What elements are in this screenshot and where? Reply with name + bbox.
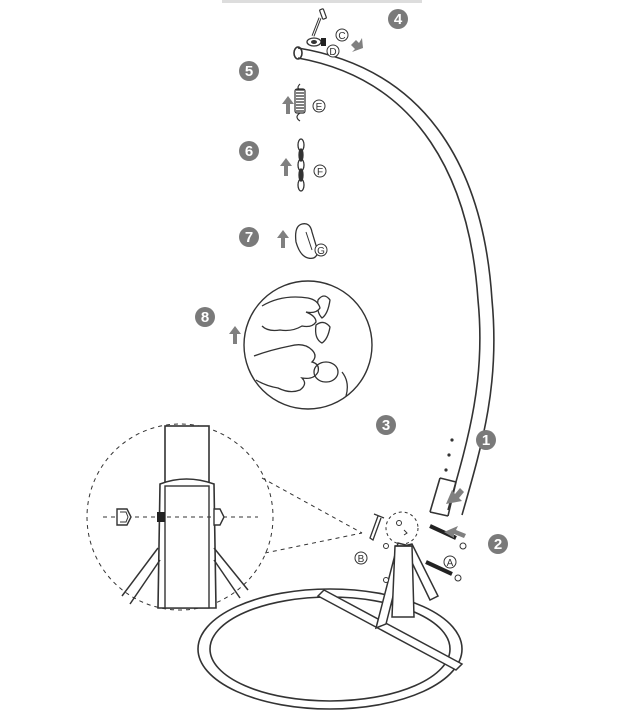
- pole-holes: [444, 438, 454, 472]
- arrow-pole-down: [446, 488, 464, 504]
- spring-icon: [294, 83, 306, 122]
- arrow-spring: [282, 96, 294, 114]
- step-badge-5: 5: [239, 61, 259, 81]
- base-stand: [316, 542, 464, 671]
- arrow-step4: [348, 38, 363, 52]
- step-number: 8: [201, 309, 209, 326]
- part-letter: E: [316, 102, 323, 113]
- part-label-C: C: [335, 28, 349, 42]
- part-letter: B: [358, 554, 365, 565]
- step-badge-2: 2: [488, 534, 508, 554]
- nut-icon: [306, 37, 326, 47]
- top-edge-bar: [222, 0, 422, 3]
- hands-detail: [243, 280, 373, 410]
- step-number: 2: [494, 536, 502, 553]
- step-badge-1: 1: [476, 430, 496, 450]
- arrow-carabiner: [277, 230, 289, 248]
- step-badge-6: 6: [239, 141, 259, 161]
- curved-pole: [293, 46, 495, 517]
- chain-icon: [297, 138, 305, 192]
- part-letter: G: [317, 246, 325, 257]
- arrow-bolts-in: [444, 526, 466, 538]
- step-number: 6: [245, 143, 253, 160]
- step-badge-4: 4: [388, 9, 408, 29]
- step-badge-7: 7: [239, 227, 259, 247]
- hex-key-icon: [369, 513, 385, 541]
- socket-detail-marker: [385, 511, 419, 545]
- step-badge-8: 8: [195, 307, 215, 327]
- part-letter: A: [447, 558, 454, 569]
- part-letter: D: [329, 47, 336, 58]
- socket-hole-marks: [396, 520, 408, 536]
- carabiner-icon: [294, 223, 319, 260]
- step-badge-3: 3: [376, 415, 396, 435]
- part-letter: C: [338, 31, 345, 42]
- step-number: 1: [482, 432, 490, 449]
- part-label-G: G: [314, 243, 328, 257]
- step-number: 4: [394, 11, 403, 28]
- top-bolt-icon: [311, 8, 327, 37]
- step-number: 3: [382, 417, 390, 434]
- arrow-chain: [280, 158, 292, 176]
- part-label-F: F: [313, 164, 327, 178]
- part-label-A: A: [443, 555, 457, 569]
- step-number: 5: [245, 63, 253, 80]
- part-label-E: E: [312, 99, 326, 113]
- part-label-D: D: [326, 44, 340, 58]
- part-letter: F: [317, 167, 323, 178]
- step-number: 7: [245, 229, 253, 246]
- part-label-B: B: [354, 551, 368, 565]
- magnified-detail: [86, 423, 363, 611]
- arrow-step8: [229, 326, 241, 344]
